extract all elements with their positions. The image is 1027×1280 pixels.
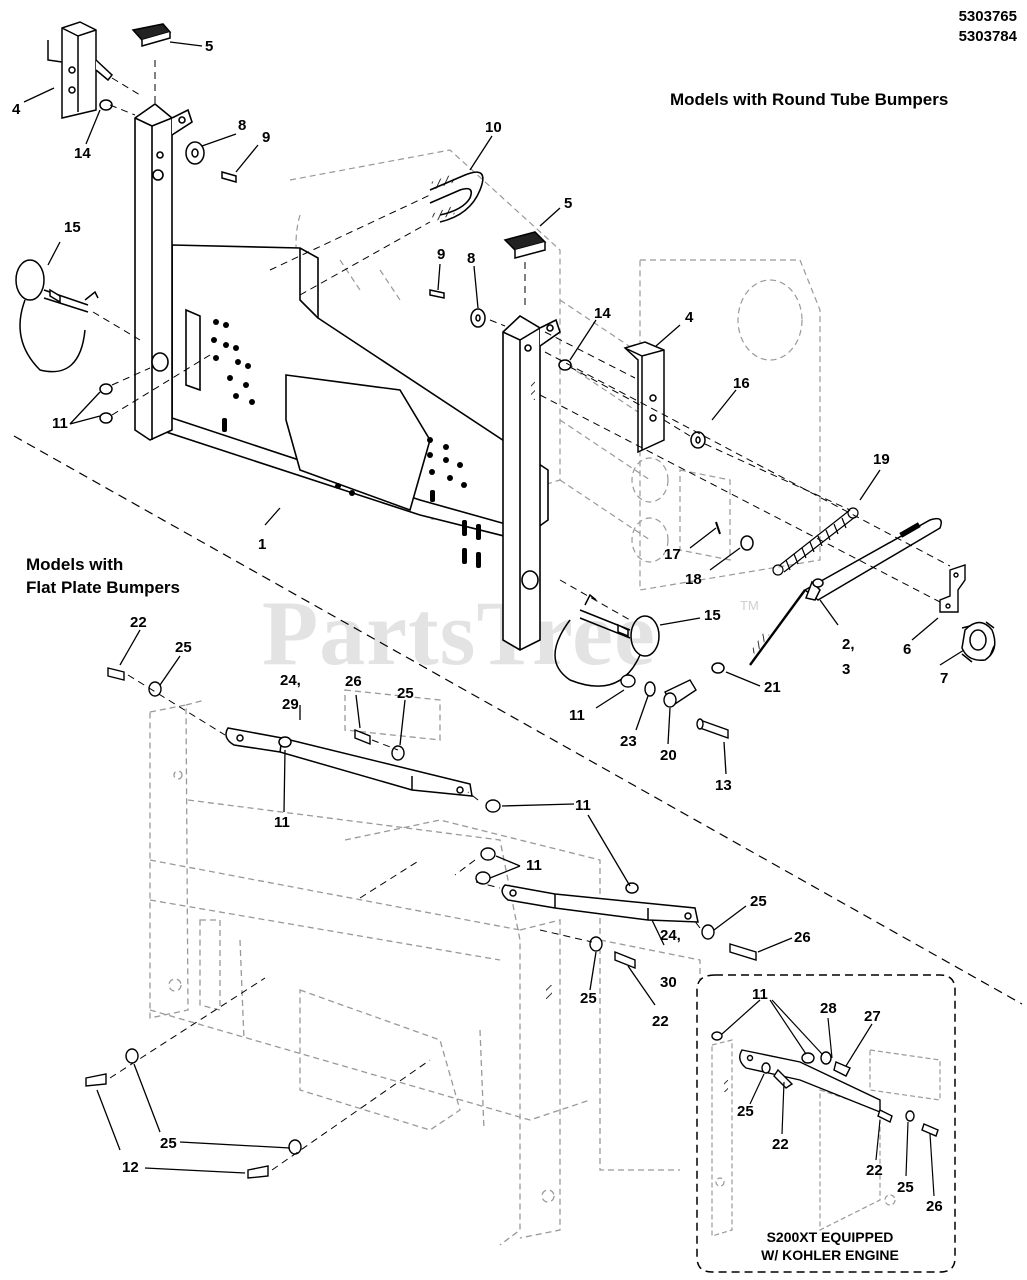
callout-9b: 9 — [437, 246, 445, 263]
callout-20: 20 — [660, 747, 677, 764]
callout-11e: 11 — [526, 857, 542, 874]
doc-number-1: 5303765 — [958, 8, 1017, 25]
callout-1: 1 — [258, 536, 266, 553]
callout-11d: 11 — [575, 797, 591, 814]
callout-3: 3 — [842, 661, 850, 678]
callout-17: 17 — [664, 546, 681, 563]
plate-holes — [211, 319, 467, 496]
cap-5-lower — [503, 231, 547, 259]
cap-5-upper — [131, 23, 172, 47]
callout-28: 28 — [820, 1000, 837, 1017]
doc-number-2: 5303784 — [958, 28, 1017, 45]
callout-8b: 8 — [467, 250, 475, 267]
callout-11f: 11 — [752, 986, 768, 1003]
rod-2-3 — [749, 517, 942, 666]
callout-12: 12 — [122, 1159, 139, 1176]
heading-flat-plate-line2: Flat Plate Bumpers — [26, 578, 180, 597]
heading-flat-plate-line1: Models with — [26, 555, 124, 574]
callout-30: 30 — [660, 974, 677, 991]
inset-box — [696, 974, 956, 1273]
callout-25b: 25 — [397, 685, 414, 702]
callout-15b: 15 — [704, 607, 721, 624]
callout-23: 23 — [620, 733, 637, 750]
callout-4b: 4 — [685, 309, 694, 326]
bumper-plate — [147, 244, 549, 541]
inset-bar — [711, 1031, 939, 1137]
callout-15a: 15 — [64, 219, 81, 236]
bar-24-29 — [225, 727, 473, 797]
hardware-lower — [85, 667, 757, 1179]
callout-8a: 8 — [238, 117, 246, 134]
callout-25c: 25 — [750, 893, 767, 910]
callout-7: 7 — [940, 670, 948, 687]
callout-25g: 25 — [160, 1135, 177, 1152]
watermark-trademark: TM — [740, 598, 759, 613]
inset-leaders — [721, 999, 935, 1197]
left-tube — [134, 102, 193, 441]
hitch-pin-upper — [15, 259, 99, 373]
callout-22c: 22 — [772, 1136, 789, 1153]
callout-26c: 26 — [926, 1198, 943, 1215]
callout-25d: 25 — [580, 990, 597, 1007]
callout-13: 13 — [715, 777, 732, 794]
callout-11b: 11 — [569, 707, 585, 724]
callout-25a: 25 — [175, 639, 192, 656]
hardware-lower-right — [620, 521, 729, 739]
assembly-lines-upper — [92, 60, 951, 621]
callout-11c: 11 — [274, 814, 290, 831]
callout-5b: 5 — [564, 195, 572, 212]
callout-16: 16 — [733, 375, 750, 392]
bracket-6 — [939, 564, 966, 613]
callout-14b: 14 — [594, 305, 611, 322]
watermark: PartsTree — [262, 582, 656, 684]
callout-29: 29 — [282, 696, 299, 713]
callout-14a: 14 — [74, 145, 91, 162]
inset-caption-line2: W/ KOHLER ENGINE — [761, 1247, 899, 1263]
callout-22d: 22 — [866, 1162, 883, 1179]
knob-7 — [961, 621, 996, 663]
callout-19: 19 — [873, 451, 890, 468]
callout-26b: 26 — [794, 929, 811, 946]
section-divider — [13, 435, 1023, 1005]
callout-10: 10 — [485, 119, 502, 136]
callout-5a: 5 — [205, 38, 213, 55]
leaders-upper — [23, 41, 965, 775]
spring-19 — [772, 507, 859, 576]
callout-25f: 25 — [897, 1179, 914, 1196]
bar-24-30 — [501, 882, 699, 923]
inset-caption-line1: S200XT EQUIPPED — [766, 1229, 894, 1245]
plate-slots — [222, 418, 481, 568]
ghost-frame-lower — [149, 689, 701, 1246]
callout-21: 21 — [764, 679, 781, 696]
callout-11a: 11 — [52, 415, 68, 432]
callout-22a: 22 — [130, 614, 147, 631]
hitch-pin-lower — [554, 593, 660, 687]
callout-25e: 25 — [737, 1103, 754, 1120]
callout-24b: 24, — [660, 927, 681, 944]
assembly-lines-lower — [109, 674, 701, 1171]
callout-24a: 24, — [280, 672, 301, 689]
callout-9a: 9 — [262, 129, 270, 146]
callout-18: 18 — [685, 571, 702, 588]
callout-27: 27 — [864, 1008, 881, 1025]
ghost-frame-upper — [289, 149, 821, 591]
leaders-lower — [96, 629, 793, 1174]
bracket-4-right — [623, 341, 665, 454]
callout-26a: 26 — [345, 673, 362, 690]
callout-6: 6 — [903, 641, 911, 658]
callout-4a: 4 — [12, 101, 21, 118]
bracket-4-upper — [47, 21, 114, 119]
callout-2: 2, — [842, 636, 855, 653]
hardware-upper — [99, 99, 754, 674]
callout-22b: 22 — [652, 1013, 669, 1030]
heading-round-tube: Models with Round Tube Bumpers — [670, 90, 949, 109]
u-bolt-10 — [429, 171, 484, 223]
right-tube — [502, 315, 561, 651]
